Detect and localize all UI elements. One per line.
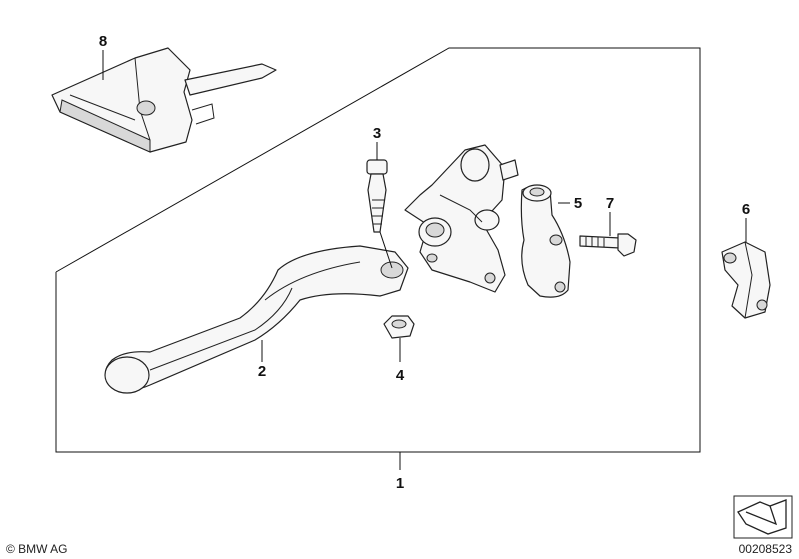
- part-5-clamp: [520, 184, 571, 298]
- callout-8: 8: [99, 33, 107, 50]
- part-3-bolt: [366, 159, 388, 233]
- direction-arrow-icon: [733, 495, 793, 539]
- callout-5: 5: [574, 195, 582, 212]
- copyright-text: © BMW AG: [6, 542, 68, 556]
- callout-6: 6: [742, 201, 750, 218]
- lever-bracket: [404, 144, 519, 293]
- part-6-clamp: [721, 241, 771, 319]
- part-7-screw: [579, 233, 637, 257]
- assembly-frame: [55, 47, 701, 453]
- part-8-cover: [51, 47, 277, 153]
- callout-1: 1: [396, 475, 404, 492]
- part-2-lever: [104, 245, 409, 394]
- leader-lines: [102, 50, 747, 470]
- drawing-number: 00208523: [739, 542, 793, 556]
- callout-4: 4: [396, 367, 405, 384]
- callout-7: 7: [606, 195, 614, 212]
- callout-3: 3: [373, 125, 381, 142]
- part-4-nut: [383, 315, 415, 339]
- callout-2: 2: [258, 363, 266, 380]
